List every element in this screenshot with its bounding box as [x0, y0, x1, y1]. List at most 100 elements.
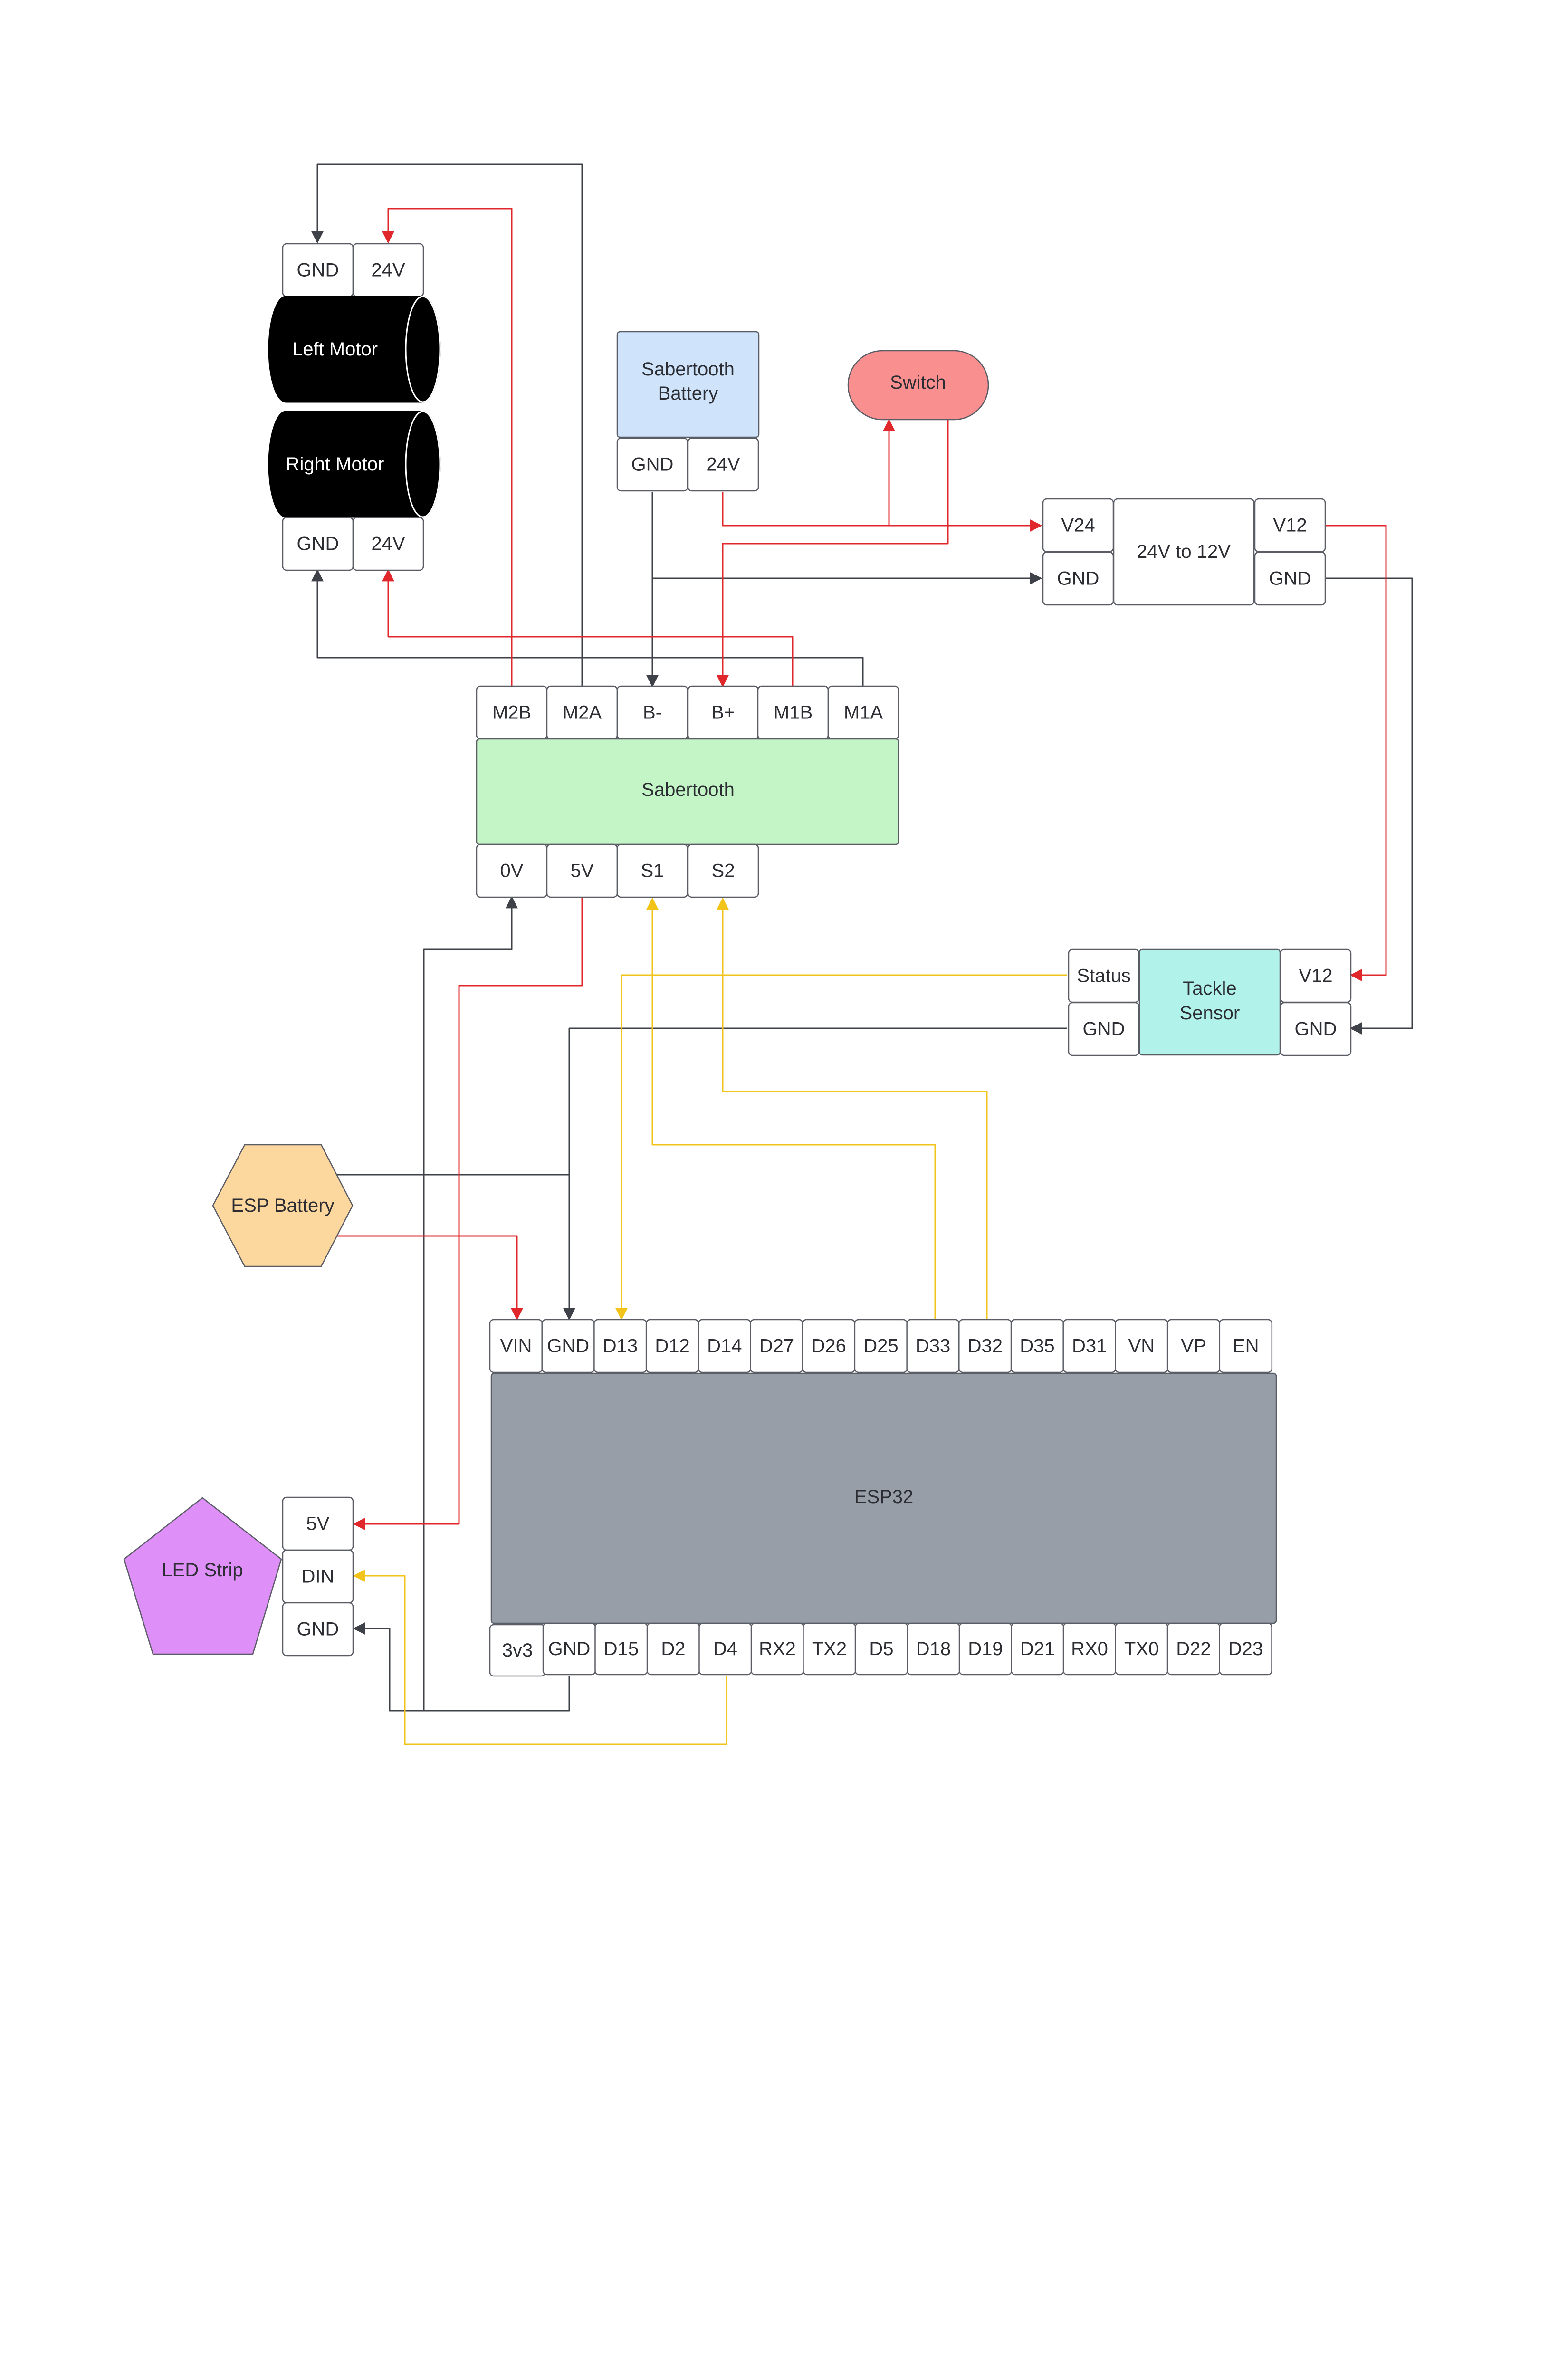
wire-m2a-to-left-motor-gnd [311, 163, 583, 688]
tackle-sensor-pin-status[interactable]: Status [1068, 948, 1140, 1003]
wire-switch-to-b-plus [717, 420, 949, 688]
sabertooth-battery-pin-0-label: GND [631, 454, 674, 475]
right-motor[interactable]: Right Motor [268, 411, 441, 518]
esp32-bottom-pin-6-label: TX2 [812, 1638, 847, 1659]
esp32-top-pin-6[interactable]: D26 [802, 1319, 856, 1373]
esp32-top-pin-13[interactable]: VP [1166, 1319, 1221, 1373]
tackle-sensor-label-1: Tackle [1183, 978, 1236, 999]
wire-esp-battery-to-esp-vin [334, 1235, 523, 1321]
esp32-top-pin-10[interactable]: D35 [1010, 1319, 1064, 1373]
left-motor-pin-1[interactable]: 24V [352, 243, 424, 297]
sabertooth-label: Sabertooth [641, 779, 735, 800]
sabertooth-top-pin-1[interactable]: M2A [546, 685, 618, 740]
sabertooth-top-pin-5[interactable]: M1A [827, 685, 899, 740]
esp32-top-pin-7-label: D25 [863, 1336, 898, 1357]
wire-esp-d32-to-sabertooth-s2 [717, 897, 988, 1320]
esp32-top-pin-12[interactable]: VN [1115, 1319, 1168, 1373]
converter-out-pin-gnd-label: GND [1269, 568, 1311, 589]
converter-out-pin-v12[interactable]: V12 [1254, 498, 1326, 553]
led-strip-label: LED Strip [162, 1560, 243, 1581]
esp32-top-pin-7[interactable]: D25 [854, 1319, 908, 1373]
wire-battery-gnd-to-converter-gnd [651, 492, 1042, 584]
esp32-top-pin-2-label: D13 [603, 1336, 638, 1357]
esp32-bottom-pin-10[interactable]: D21 [1011, 1622, 1064, 1676]
converter-in-pin-v24[interactable]: V24 [1042, 498, 1114, 553]
esp32-bottom-pin-13[interactable]: D22 [1166, 1622, 1221, 1676]
converter-in-pin-v24-label: V24 [1061, 515, 1095, 536]
esp32-top-pin-14[interactable]: EN [1219, 1319, 1273, 1373]
wire-esp-gnd-to-sabertooth-0v [423, 896, 570, 1712]
esp32-bottom-pin-9[interactable]: D19 [958, 1622, 1013, 1676]
esp32-top-pin-11[interactable]: D31 [1062, 1319, 1116, 1373]
converter-in-pin-gnd[interactable]: GND [1042, 551, 1114, 606]
converter-out-pin-gnd-box [1254, 551, 1326, 606]
esp32-bottom-pin-3[interactable]: D2 [646, 1622, 700, 1676]
esp32-top-pin-0[interactable]: VIN [489, 1319, 543, 1373]
right-motor-pin-1[interactable]: 24V [352, 517, 424, 571]
esp-battery[interactable]: ESP Battery [212, 1144, 354, 1267]
esp32-top-pin-14-label: EN [1233, 1336, 1259, 1357]
esp32-bottom-pin-7[interactable]: D5 [854, 1622, 908, 1676]
left-motor-label: Left Motor [292, 339, 378, 360]
esp32-top-pin-3[interactable]: D12 [645, 1319, 699, 1373]
led-strip-pin-din[interactable]: DIN [282, 1549, 354, 1604]
esp32-bottom-pin-11[interactable]: RX0 [1062, 1622, 1117, 1676]
sabertooth-top-pin-2[interactable]: B- [616, 685, 688, 740]
esp32-top-pin-4[interactable]: D14 [698, 1319, 752, 1373]
esp32-bottom-pin-14[interactable]: D23 [1219, 1622, 1272, 1676]
esp32-bottom-pin-1[interactable]: GND [542, 1622, 596, 1676]
sabertooth[interactable]: Sabertooth [476, 738, 899, 845]
sabertooth-battery-label-1: Sabertooth [641, 359, 735, 380]
sabertooth-top-pin-4[interactable]: M1B [757, 685, 829, 740]
led-strip[interactable]: LED Strip [123, 1497, 282, 1655]
esp32-top-pin-5[interactable]: D27 [750, 1319, 803, 1373]
esp32-bottom-pin-6[interactable]: TX2 [803, 1622, 856, 1676]
sabertooth-battery-pin-1[interactable]: 24V [687, 437, 759, 492]
esp32-top-pin-2[interactable]: D13 [593, 1319, 647, 1373]
sabertooth-bottom-pin-2[interactable]: S1 [616, 843, 688, 898]
led-strip-pin-gnd[interactable]: GND [282, 1602, 354, 1657]
left-motor-pin-0[interactable]: GND [282, 243, 354, 297]
esp32-bottom-pin-12[interactable]: TX0 [1115, 1622, 1168, 1676]
left-motor[interactable]: Left Motor [268, 296, 441, 403]
esp32-top-pin-1[interactable]: GND [541, 1319, 595, 1373]
sabertooth-top-pin-3[interactable]: B+ [687, 685, 759, 740]
sabertooth-top-pin-0[interactable]: M2B [476, 685, 548, 740]
converter-24v-to-12v[interactable]: 24V to 12V [1113, 498, 1255, 606]
sabertooth-top-pin-3-label: B+ [711, 702, 735, 723]
esp32-bottom-pin-8[interactable]: D18 [907, 1622, 960, 1676]
right-motor-pin-0[interactable]: GND [282, 517, 354, 571]
esp32-top-pin-8[interactable]: D33 [906, 1319, 960, 1373]
switch[interactable]: Switch [847, 350, 989, 421]
converter-out-pin-gnd[interactable]: GND [1254, 551, 1326, 606]
led-strip-pin-gnd-label: GND [297, 1619, 339, 1640]
esp32-top-pin-9[interactable]: D32 [958, 1319, 1012, 1373]
tackle-sensor-pin-gnd-left[interactable]: GND [1068, 1002, 1140, 1056]
sabertooth-top-pin-2-label: B- [643, 702, 662, 723]
led-strip-pin-5v[interactable]: 5V [282, 1496, 354, 1551]
esp32-bottom-pin-2[interactable]: D15 [594, 1622, 648, 1676]
esp32-bottom-pin-4[interactable]: D4 [698, 1622, 752, 1676]
esp32[interactable]: ESP32 [490, 1372, 1277, 1624]
wire-esp-d4-to-led-din [353, 1570, 727, 1745]
esp32-bottom-pin-0[interactable]: 3v3 [489, 1624, 546, 1677]
esp32-top-pin-9-label: D32 [968, 1336, 1003, 1357]
tackle-sensor-pin-gnd-right[interactable]: GND [1280, 1002, 1352, 1056]
left-motor-pin-1-label: 24V [371, 260, 405, 281]
sabertooth-bottom-pin-3[interactable]: S2 [687, 843, 759, 898]
esp32-bottom-pin-7-label: D5 [869, 1638, 893, 1659]
esp32-top-pin-13-label: VP [1181, 1336, 1206, 1357]
esp32-bottom-pin-10-label: D21 [1020, 1638, 1055, 1659]
esp32-bottom-pin-8-label: D18 [916, 1638, 951, 1659]
sabertooth-bottom-pin-1[interactable]: 5V [546, 843, 618, 898]
wire-esp-d33-to-sabertooth-s1 [646, 897, 936, 1320]
tackle-sensor-pin-v12[interactable]: V12 [1280, 948, 1352, 1003]
sabertooth-bottom-pin-0[interactable]: 0V [476, 843, 548, 898]
esp32-bottom-pin-5[interactable]: RX2 [750, 1622, 804, 1676]
switch-label: Switch [890, 372, 946, 393]
sabertooth-battery-pin-0[interactable]: GND [616, 437, 688, 492]
esp32-bottom-pin-14-label: D23 [1228, 1638, 1263, 1659]
esp32-bottom-pin-4-label: D4 [713, 1638, 737, 1659]
